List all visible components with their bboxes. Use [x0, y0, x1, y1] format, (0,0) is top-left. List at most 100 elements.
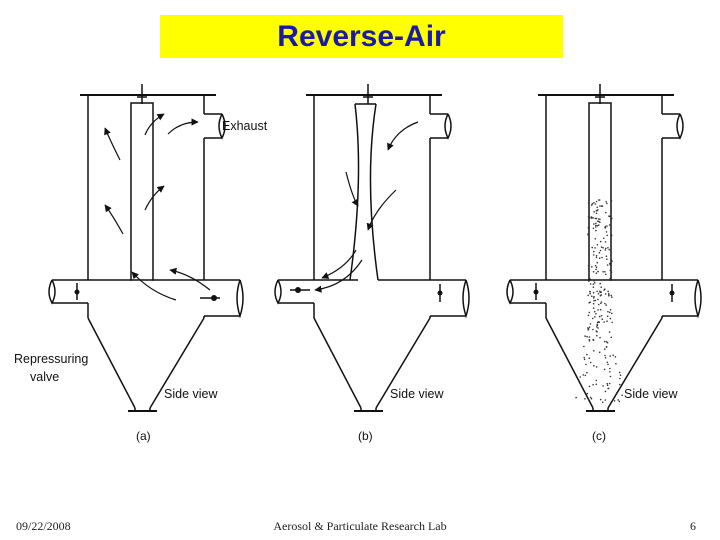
- side-view-label-b: Side view: [390, 387, 444, 401]
- dust-particle: [605, 247, 607, 250]
- dust-particle: [597, 293, 600, 295]
- dust-particle: [606, 361, 609, 364]
- dust-particle: [588, 357, 591, 360]
- dust-particle: [607, 247, 609, 249]
- dust-particle: [617, 399, 619, 401]
- dust-particle: [599, 282, 601, 285]
- footer-organization: Aerosol & Particulate Research Lab: [273, 519, 447, 533]
- dust-particle: [616, 392, 618, 394]
- dust-particle: [606, 202, 608, 205]
- caption-b: (b): [358, 429, 373, 443]
- dust-particle: [600, 301, 603, 303]
- dust-particle: [592, 217, 594, 219]
- dust-particle: [592, 317, 594, 320]
- side-view-label-c: Side view: [624, 387, 678, 401]
- dust-particle: [587, 234, 589, 236]
- repressuring-label-line1: Repressuring: [14, 352, 88, 366]
- dust-particle: [592, 254, 595, 256]
- dust-particle: [589, 323, 592, 325]
- dust-particle: [604, 354, 606, 357]
- dust-particle: [607, 310, 609, 313]
- dust-particle: [591, 295, 593, 298]
- dust-particle: [610, 234, 613, 237]
- dust-particle: [588, 280, 590, 282]
- dust-particle: [612, 354, 614, 357]
- dust-particle: [605, 346, 608, 348]
- dust-particle: [584, 374, 587, 377]
- footer-page-number: 6: [690, 519, 696, 533]
- dust-particle: [586, 335, 588, 338]
- dust-particle: [595, 266, 598, 269]
- dust-particle: [606, 320, 608, 323]
- dust-particle: [585, 363, 587, 366]
- dust-particle: [595, 212, 598, 215]
- dust-particle: [595, 383, 598, 386]
- falling-dust: [575, 199, 623, 404]
- dust-particle: [598, 321, 600, 324]
- dust-particle: [608, 382, 611, 385]
- dust-particle: [611, 217, 613, 220]
- exhaust-label: Exhaust: [222, 119, 268, 133]
- dust-particle: [588, 385, 591, 388]
- dust-particle: [611, 260, 613, 263]
- dust-particle: [587, 294, 589, 297]
- dust-particle: [602, 385, 604, 387]
- dust-particle: [592, 328, 594, 331]
- dust-particle: [590, 204, 593, 206]
- dust-particle: [592, 227, 595, 230]
- dust-particle: [603, 348, 606, 350]
- dust-particle: [598, 351, 601, 354]
- dust-particle: [608, 331, 611, 333]
- dust-particle: [592, 291, 595, 294]
- dust-particle: [606, 279, 608, 281]
- dust-particle: [595, 224, 597, 227]
- dust-particle: [609, 277, 611, 280]
- dust-particle: [592, 384, 594, 386]
- dust-particle: [587, 268, 590, 270]
- dust-particle: [611, 296, 613, 298]
- repressuring-label-line2: valve: [30, 370, 59, 384]
- dust-particle: [588, 311, 591, 314]
- dust-particle: [598, 199, 600, 201]
- dust-particle: [613, 400, 616, 402]
- dust-particle: [595, 379, 598, 382]
- dust-particle: [618, 371, 621, 374]
- panel-c: (c): [506, 83, 702, 443]
- dust-particle: [596, 206, 599, 209]
- dust-particle: [604, 241, 607, 243]
- dust-particle: [600, 314, 603, 317]
- dust-particle: [596, 331, 598, 333]
- dust-particle: [606, 264, 609, 266]
- dust-particle: [611, 321, 613, 324]
- dust-particle: [593, 350, 595, 352]
- dust-particle: [608, 224, 611, 226]
- dust-particle: [606, 315, 609, 318]
- dust-particle: [609, 262, 611, 265]
- dust-particle: [597, 327, 599, 329]
- dust-particle: [591, 266, 593, 268]
- dust-particle: [588, 336, 591, 338]
- dust-particle: [619, 383, 621, 386]
- dust-particle: [596, 290, 598, 293]
- dust-particle: [583, 358, 586, 361]
- dust-particle: [604, 288, 606, 291]
- dust-particle: [596, 244, 599, 246]
- dust-particle: [583, 345, 585, 348]
- dust-particle: [593, 211, 595, 213]
- dust-particle: [586, 392, 589, 395]
- dust-particle: [595, 200, 598, 203]
- dust-particle: [593, 223, 595, 225]
- dust-particle: [610, 336, 613, 339]
- dust-particle: [605, 255, 608, 257]
- dust-particle: [597, 224, 600, 226]
- dust-particle: [599, 205, 601, 207]
- dust-particle: [587, 327, 589, 329]
- dust-particle: [589, 291, 591, 293]
- dust-particle: [595, 222, 597, 225]
- dust-particle: [595, 272, 598, 275]
- title-banner: Reverse-Air: [160, 15, 563, 58]
- dust-particle: [595, 334, 598, 337]
- dust-particle: [609, 367, 611, 370]
- dust-particle: [590, 216, 593, 218]
- side-view-label-a: Side view: [164, 387, 218, 401]
